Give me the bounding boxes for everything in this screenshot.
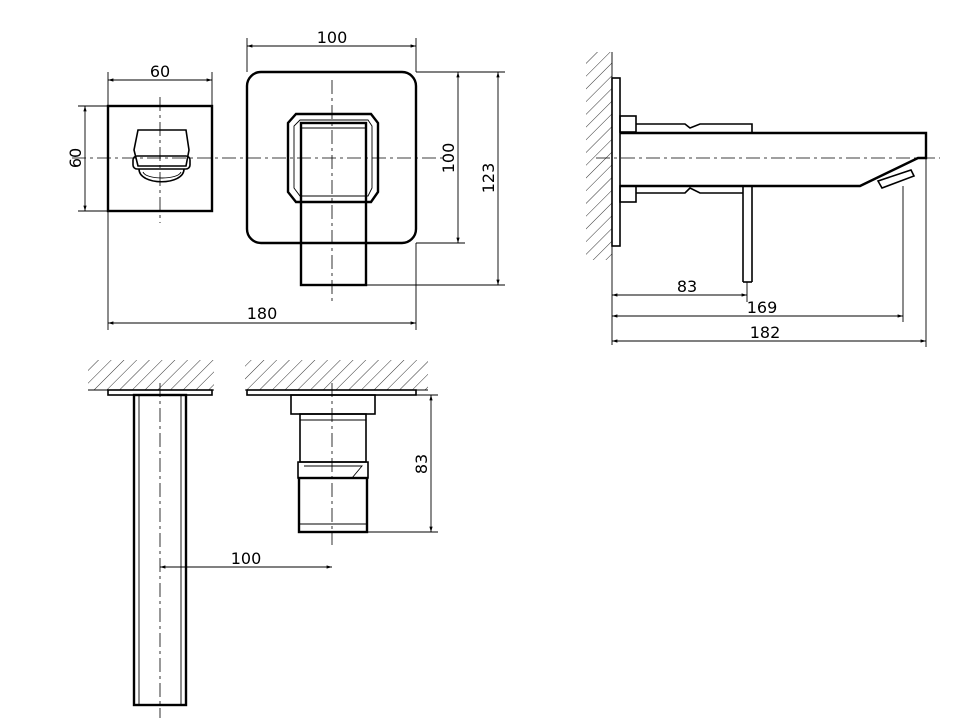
dim-overall-height: 123 [479, 163, 498, 194]
dim-side-plate-tail: 83 [677, 277, 697, 296]
dim-small-plate-height: 60 [66, 148, 85, 168]
side-cover-plate [611, 77, 621, 247]
bottom-wall-hatch-left [88, 360, 214, 390]
wall-hatch [586, 52, 612, 260]
dim-bottom-depth: 83 [412, 454, 431, 474]
side-handle [742, 186, 753, 283]
dim-side-overall: 182 [750, 323, 781, 342]
side-mixer-body [619, 115, 753, 203]
dim-large-plate-width: 100 [317, 28, 348, 47]
large-plate-outline [245, 70, 418, 245]
dim-small-plate-width: 60 [150, 62, 170, 81]
front-view: 60 60 100 100 123 180 [66, 28, 505, 330]
side-spout [620, 131, 928, 189]
bottom-handle [290, 394, 376, 534]
handle-lever [132, 129, 191, 183]
bottom-wall-hatch-right [245, 360, 428, 390]
dim-side-spout-outlet: 169 [747, 298, 778, 317]
dim-overall-width: 180 [247, 304, 278, 323]
bottom-view: 83 100 [88, 360, 438, 718]
spout-front [286, 112, 380, 287]
dim-large-plate-height: 100 [439, 143, 458, 174]
side-view: 83 169 182 [586, 52, 940, 347]
dim-bottom-spacing: 100 [231, 549, 262, 568]
